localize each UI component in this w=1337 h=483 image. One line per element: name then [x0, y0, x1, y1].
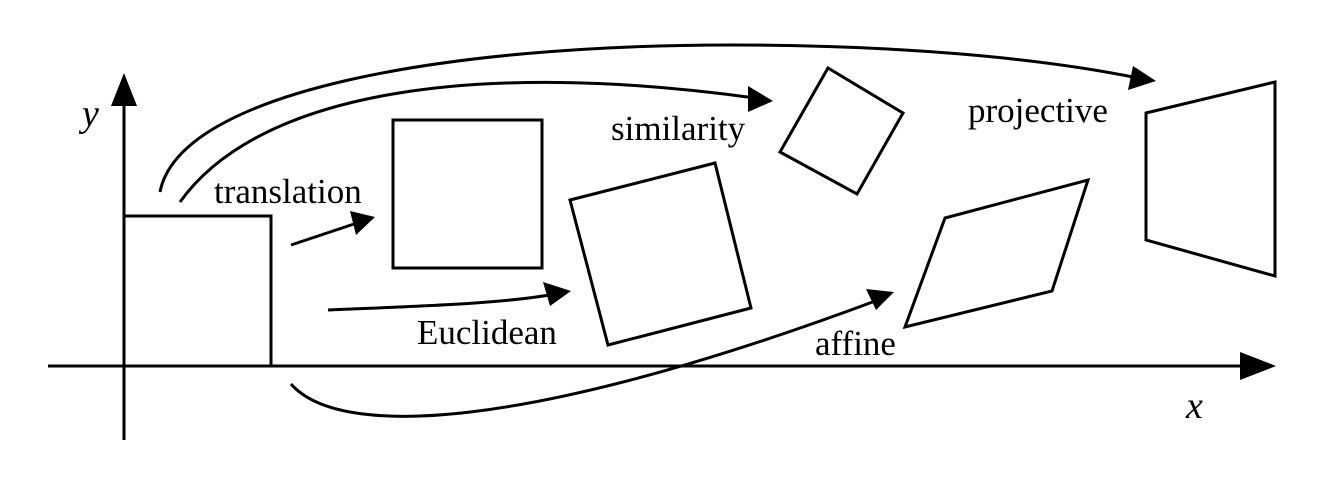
euclidean-arrow: [327, 282, 571, 312]
y-axis-arrowhead: [111, 73, 137, 106]
label-translation: translation: [214, 172, 362, 211]
euclidean-square: [568, 161, 753, 347]
affine-arrow: [289, 289, 894, 418]
y-axis-label: y: [78, 93, 99, 135]
label-euclidean: Euclidean: [417, 313, 557, 352]
label-affine: affine: [815, 324, 896, 363]
similarity-arrow: [178, 80, 773, 203]
similarity-square: [777, 65, 906, 197]
original-square: [122, 214, 273, 368]
translated-square: [391, 118, 544, 270]
affine-parallelogram: [902, 177, 1091, 330]
x-axis-arrowhead: [1240, 352, 1276, 380]
label-projective: projective: [968, 91, 1108, 130]
label-similarity: similarity: [611, 109, 746, 148]
translation-arrow: [290, 211, 375, 247]
projective-quad: [1144, 80, 1277, 278]
projective-arrow: [158, 43, 1156, 193]
x-axis-label: x: [1185, 385, 1203, 427]
